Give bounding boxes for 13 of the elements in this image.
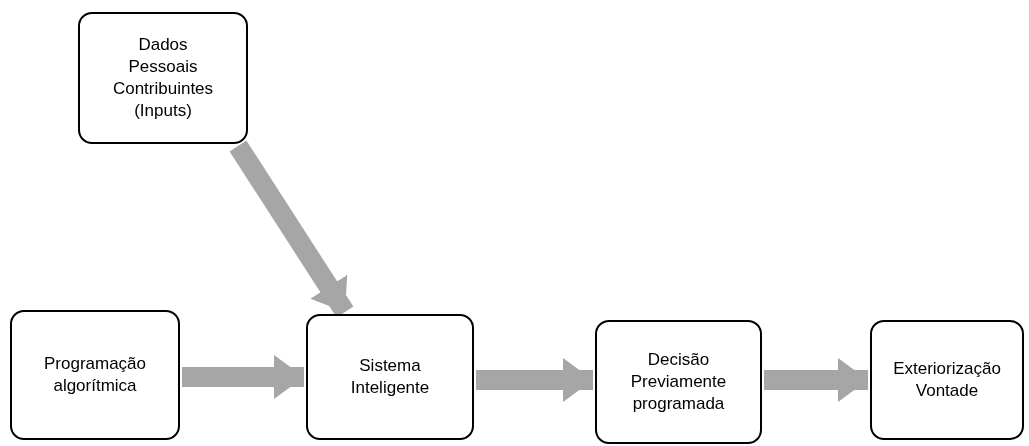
process-box: [595, 320, 762, 444]
process-box: [10, 310, 180, 440]
process-box: [870, 320, 1024, 440]
box-label: Exteriorização Vontade: [892, 358, 1002, 402]
box-label: Programação algorítmica: [42, 353, 148, 397]
process-box: [78, 12, 248, 144]
box-label: Decisão Previamente programada: [629, 349, 728, 415]
process-box: [306, 314, 474, 440]
box-label: Dados Pessoais Contribuintes (Inputs): [111, 34, 215, 122]
block-arrow: [182, 355, 304, 399]
block-arrow: [764, 358, 868, 402]
box-label: Sistema Inteligente: [349, 355, 431, 399]
block-arrow: [476, 358, 593, 402]
